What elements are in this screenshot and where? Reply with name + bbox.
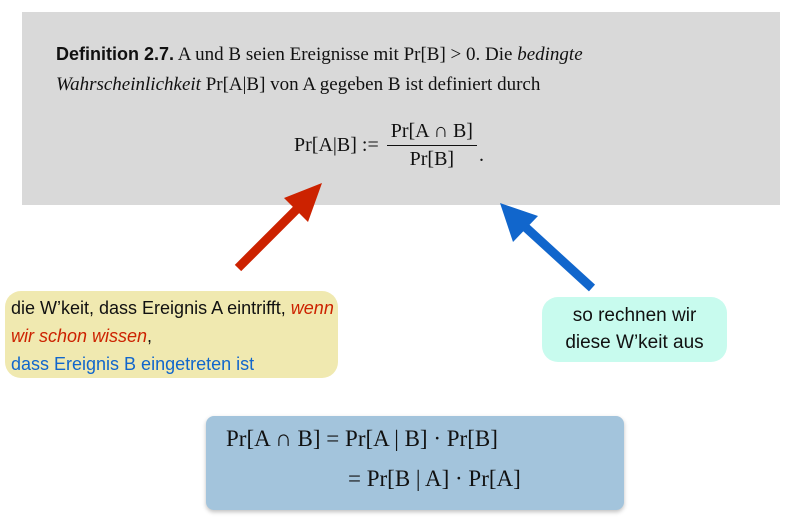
red-arrow-icon xyxy=(234,183,322,272)
note-blue-text: dass Ereignis B eingetreten ist xyxy=(11,354,255,374)
definition-formula: Pr[A|B] := Pr[A ∩ B]Pr[B] . xyxy=(294,120,484,171)
note-condition: die W’keit, dass Ereignis A eintrifft, w… xyxy=(5,291,338,378)
equation-line-1: Pr[A ∩ B] = Pr[A | B] · Pr[B] xyxy=(226,426,498,451)
definition-label: Definition 2.7. xyxy=(56,44,175,64)
fraction: Pr[A ∩ B]Pr[B] xyxy=(386,120,477,171)
equation-line-2: = Pr[B | A] · Pr[A] xyxy=(348,466,521,491)
fraction-denominator: Pr[B] xyxy=(409,148,455,170)
definition-italic: Wahrscheinlichkeit xyxy=(56,74,201,95)
note-text: die W’keit, dass Ereignis A eintrifft, xyxy=(11,298,291,318)
equation-box: Pr[A ∩ B] = Pr[A | B] · Pr[B] = Pr[B | A… xyxy=(206,416,624,510)
definition-box: Definition 2.7. A und B seien Ereignisse… xyxy=(22,12,780,205)
fraction-numerator: Pr[A ∩ B] xyxy=(386,120,477,146)
note-red-text: wenn wir schon wissen xyxy=(11,298,334,346)
definition-italic: bedingte xyxy=(517,44,583,65)
formula-lhs: Pr[A|B] := xyxy=(294,134,379,156)
note-line: diese W’keit aus xyxy=(565,332,704,353)
note-line: so rechnen wir xyxy=(572,305,697,326)
definition-line-2: Wahrscheinlichkeit Pr[A|B] von A gegeben… xyxy=(56,74,540,96)
definition-text: Pr[A|B] von A gegeben B ist definiert du… xyxy=(200,74,541,95)
note-computation: so rechnen wir diese W’keit aus xyxy=(542,297,727,362)
blue-arrow-icon xyxy=(500,203,596,292)
formula-period: . xyxy=(478,144,484,166)
definition-line-1: Definition 2.7. A und B seien Ereignisse… xyxy=(56,44,583,66)
definition-text: A und B seien Ereignisse mit Pr[B] > 0. … xyxy=(174,44,518,65)
note-comma: , xyxy=(147,326,153,346)
